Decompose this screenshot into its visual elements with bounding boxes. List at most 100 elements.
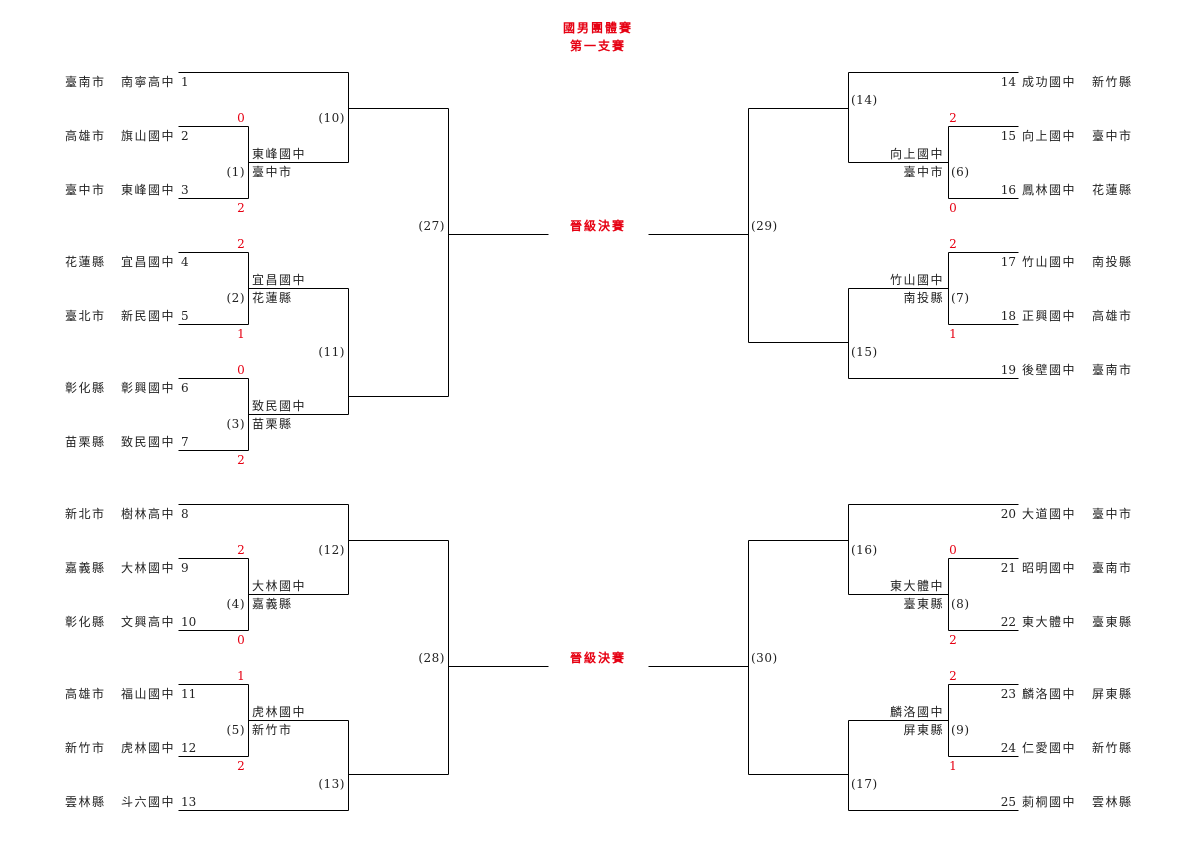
team-seed-number: 20: [1000, 507, 1016, 521]
team-row-22: 22 東大體中 臺東縣: [0, 615, 1196, 629]
winner-school: 致民國中: [252, 399, 307, 413]
match-16-connector: [748, 504, 1019, 595]
team-school: 東峰國中: [121, 183, 176, 197]
team-school: 成功國中: [1022, 75, 1077, 89]
score-bottom: 1: [949, 759, 957, 773]
match-16-label: (16): [851, 543, 878, 557]
team-city: 臺中市: [1092, 507, 1133, 521]
team-city: 屏東縣: [1092, 687, 1133, 701]
team-school: 大道國中: [1022, 507, 1077, 521]
match-12-connector: [178, 504, 449, 595]
page-subtitle: 第一支賽: [569, 39, 626, 53]
winner-school: 東大體中: [889, 579, 944, 593]
team-school: 東大體中: [1022, 615, 1077, 629]
team-row-7: 苗栗縣 致民國中 7: [0, 435, 1196, 449]
team-city: 彰化縣: [65, 615, 106, 629]
team-city: 花蓮縣: [65, 255, 106, 269]
winner-school: 虎林國中: [252, 705, 307, 719]
team-row-2: 高雄市 旗山國中 2: [0, 129, 1196, 143]
team-city: 高雄市: [65, 687, 106, 701]
team-school: 昭明國中: [1022, 561, 1077, 575]
winner-city: 屏東縣: [903, 723, 944, 737]
team-school: 新民國中: [121, 309, 176, 323]
match-13-connector: [178, 720, 449, 811]
page-title: 國男團體賽: [562, 21, 633, 35]
match-17-connector: [748, 720, 1019, 811]
team-city: 臺中市: [1092, 129, 1133, 143]
team-row-5: 臺北市 新民國中 5: [0, 309, 1196, 323]
team-seed-number: 7: [181, 435, 189, 449]
team-city: 新竹縣: [1092, 75, 1133, 89]
team-city: 高雄市: [1092, 309, 1133, 323]
team-row-11: 高雄市 福山國中 11: [0, 687, 1196, 701]
team-seed-number: 21: [1000, 561, 1016, 575]
winner-city: 花蓮縣: [252, 291, 293, 305]
score-top: 2: [949, 669, 957, 683]
match-13-label: (13): [318, 777, 345, 791]
team-seed-number: 1: [181, 75, 189, 89]
score-top: 1: [237, 669, 245, 683]
match-7-connector: [848, 252, 1019, 325]
team-school: 後壁國中: [1022, 363, 1077, 377]
team-school: 竹山國中: [1022, 255, 1077, 269]
team-row-12: 新竹市 虎林國中 12: [0, 741, 1196, 755]
team-row-16: 16 鳳林國中 花蓮縣: [0, 183, 1196, 197]
team-school: 福山國中: [121, 687, 176, 701]
score-bottom: 2: [237, 759, 245, 773]
team-row-1: 臺南市 南寧高中 1: [0, 75, 1196, 89]
team-row-4: 花蓮縣 宜昌國中 4: [0, 255, 1196, 269]
team-seed-number: 8: [181, 507, 189, 521]
team-row-8: 新北市 樹林高中 8: [0, 507, 1196, 521]
winner-city: 臺中市: [903, 165, 944, 179]
match-8-connector: [848, 558, 1019, 631]
match-2-connector: [178, 252, 349, 325]
team-city: 臺北市: [65, 309, 106, 323]
team-city: 臺南市: [65, 75, 106, 89]
winner-school: 麟洛國中: [889, 705, 944, 719]
match-30-connector: [648, 540, 749, 775]
team-seed-number: 16: [1000, 183, 1016, 197]
team-city: 苗栗縣: [65, 435, 106, 449]
team-row-25: 25 莿桐國中 雲林縣: [0, 795, 1196, 809]
match-3-connector: [178, 378, 349, 451]
team-seed-number: 22: [1000, 615, 1016, 629]
match-6-connector: [848, 126, 1019, 199]
winner-city: 臺中市: [252, 165, 293, 179]
team-school: 旗山國中: [121, 129, 176, 143]
team-school: 斗六國中: [121, 795, 176, 809]
team-school: 仁愛國中: [1022, 741, 1077, 755]
team-seed-number: 17: [1000, 255, 1016, 269]
team-school: 樹林高中: [121, 507, 176, 521]
team-seed-number: 10: [181, 615, 197, 629]
team-city: 臺南市: [1092, 363, 1133, 377]
match-28-label: (28): [418, 651, 445, 665]
winner-school: 向上國中: [889, 147, 944, 161]
match-14-label: (14): [851, 93, 878, 107]
team-city: 嘉義縣: [65, 561, 106, 575]
team-city: 花蓮縣: [1092, 183, 1133, 197]
team-seed-number: 23: [1000, 687, 1016, 701]
team-school: 正興國中: [1022, 309, 1077, 323]
team-city: 高雄市: [65, 129, 106, 143]
winner-city: 臺東縣: [903, 597, 944, 611]
advance-label-bottom: 晉級決賽: [569, 651, 626, 665]
match-number: (9): [951, 723, 970, 737]
match-14-connector: [748, 72, 1019, 163]
match-27-label: (27): [418, 219, 445, 233]
team-school: 宜昌國中: [121, 255, 176, 269]
match-number: (3): [226, 417, 245, 431]
team-row-9: 嘉義縣 大林國中 9: [0, 561, 1196, 575]
score-top: 2: [949, 111, 957, 125]
match-10-connector: [178, 72, 449, 163]
team-row-6: 彰化縣 彰興國中 6: [0, 381, 1196, 395]
team-row-19: 19 後壁國中 臺南市: [0, 363, 1196, 377]
team-row-13: 雲林縣 斗六國中 13: [0, 795, 1196, 809]
team-school: 向上國中: [1022, 129, 1077, 143]
team-school: 文興高中: [121, 615, 176, 629]
team-school: 虎林國中: [121, 741, 176, 755]
match-5-connector: [178, 684, 349, 757]
team-row-20: 20 大道國中 臺中市: [0, 507, 1196, 521]
winner-school: 東峰國中: [252, 147, 307, 161]
team-seed-number: 12: [181, 741, 197, 755]
winner-school: 大林國中: [252, 579, 307, 593]
